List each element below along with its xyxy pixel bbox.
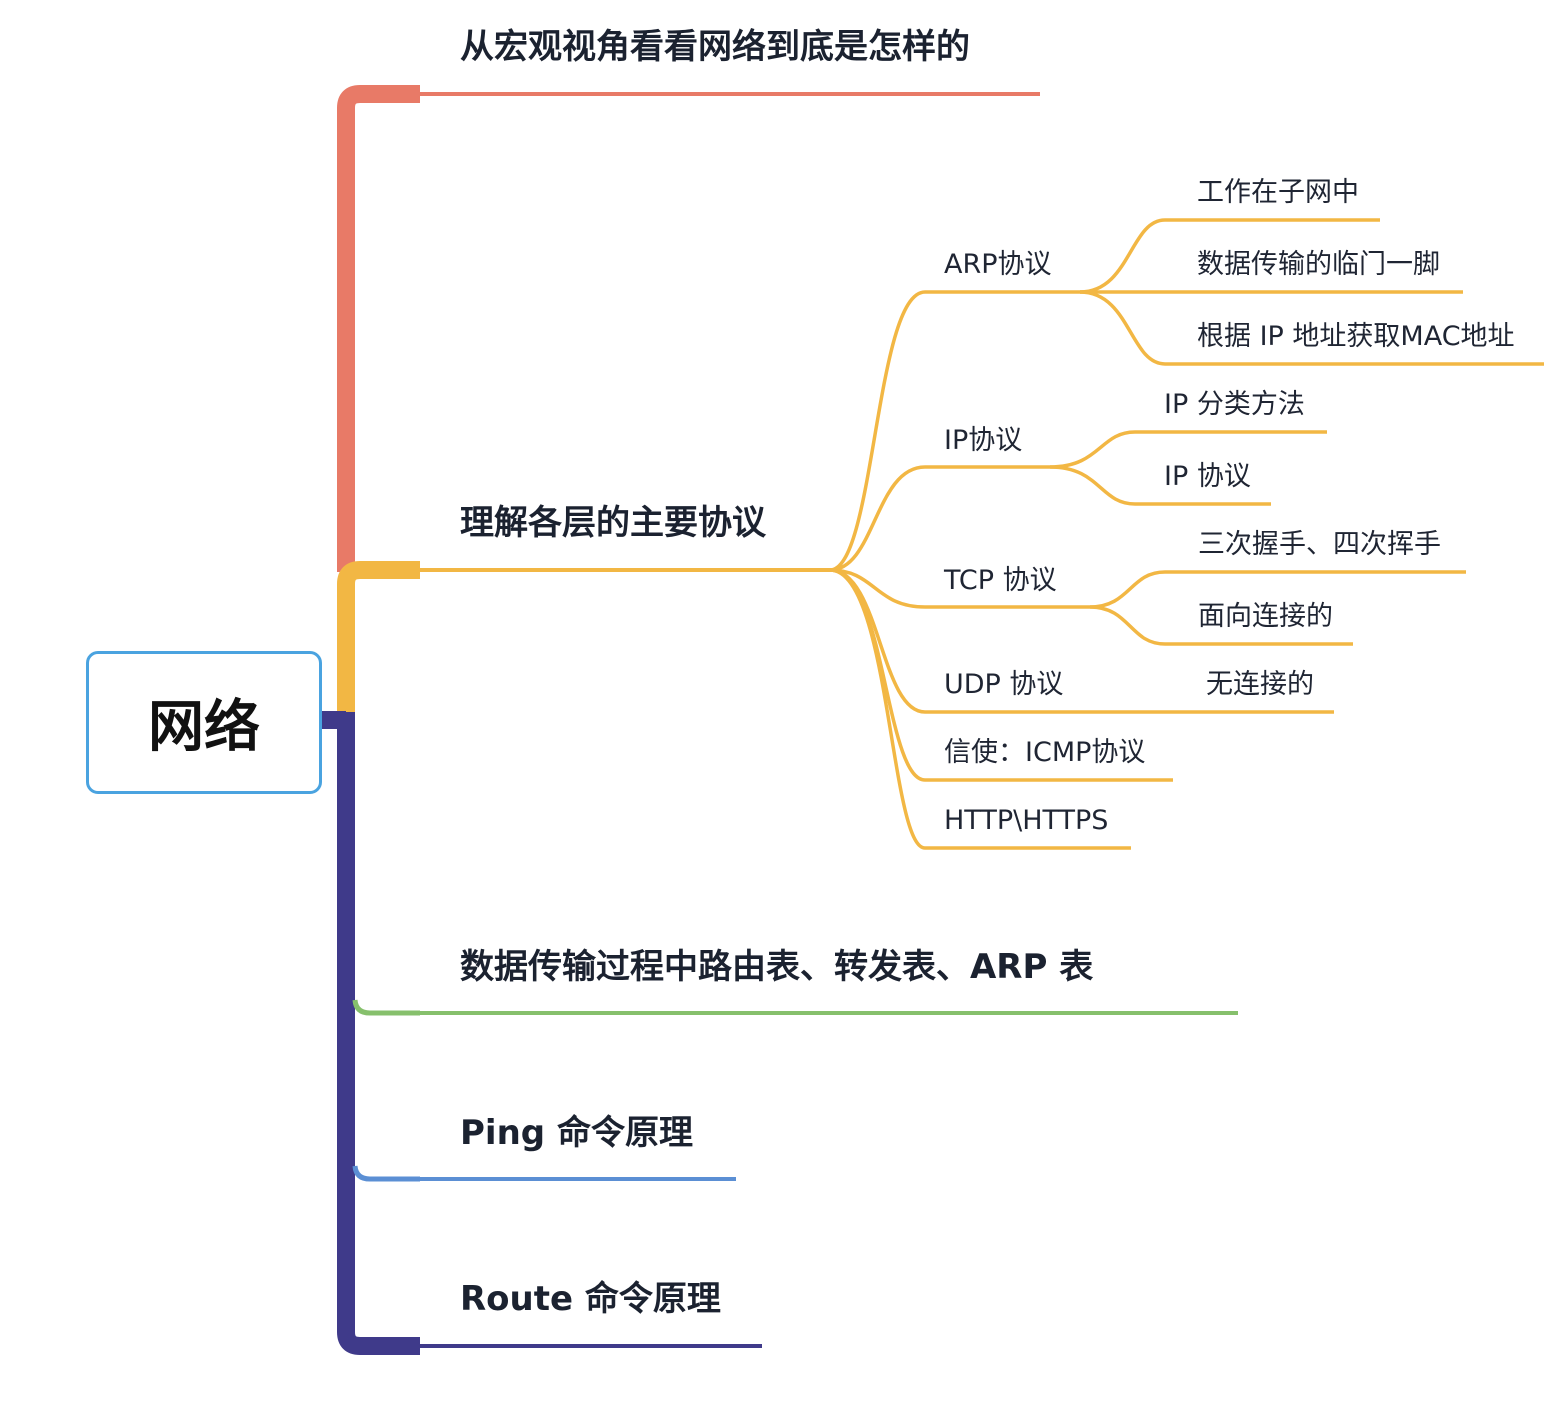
node-ip[interactable]: IP协议 — [944, 425, 1023, 456]
root-label: 网络 — [148, 695, 260, 760]
branch-macro-view[interactable]: 从宏观视角看看网络到底是怎样的 — [460, 27, 970, 67]
node-icmp[interactable]: 信使：ICMP协议 — [944, 737, 1146, 768]
node-arp-subnet[interactable]: 工作在子网中 — [1197, 177, 1359, 208]
connector-tcp — [829, 568, 1090, 609]
node-arp-last-step[interactable]: 数据传输的临门一脚 — [1197, 249, 1440, 280]
connector-arp — [829, 290, 1080, 572]
trunk-middle-segment — [337, 561, 420, 712]
branch-routing-tables[interactable]: 数据传输过程中路由表、转发表、ARP 表 — [460, 947, 1094, 987]
root-node[interactable]: 网络 — [86, 651, 322, 794]
connector-arp-1 — [1079, 218, 1380, 294]
branch-ping[interactable]: Ping 命令原理 — [460, 1113, 693, 1153]
node-http[interactable]: HTTP\HTTPS — [944, 805, 1109, 836]
node-tcp-connection[interactable]: 面向连接的 — [1198, 601, 1333, 632]
trunk-top-segment — [337, 85, 420, 572]
branch-hook-green — [352, 999, 420, 1016]
node-udp-connectionless[interactable]: 无连接的 — [1206, 669, 1314, 700]
node-udp[interactable]: UDP 协议 — [944, 669, 1064, 700]
node-arp[interactable]: ARP协议 — [944, 249, 1052, 280]
node-arp-mac-lookup[interactable]: 根据 IP 地址获取MAC地址 — [1197, 321, 1515, 352]
connector-ip — [829, 465, 1050, 572]
connector-ip-2 — [1049, 465, 1271, 506]
connector-tcp-1 — [1089, 570, 1466, 609]
connector-tcp-2 — [1089, 605, 1353, 646]
connector-http — [829, 568, 1131, 850]
trunk-bottom-segment — [337, 712, 420, 1355]
connector-arp-3 — [1079, 290, 1544, 366]
node-tcp-handshake[interactable]: 三次握手、四次挥手 — [1198, 529, 1441, 560]
node-tcp[interactable]: TCP 协议 — [944, 565, 1057, 596]
node-ip-protocol[interactable]: IP 协议 — [1164, 461, 1251, 492]
branch-route[interactable]: Route 命令原理 — [460, 1279, 721, 1319]
branch-protocols[interactable]: 理解各层的主要协议 — [460, 503, 766, 543]
connector-ip-1 — [1049, 430, 1327, 469]
branch-hook-blue — [352, 1165, 420, 1182]
node-ip-classes[interactable]: IP 分类方法 — [1164, 389, 1305, 420]
